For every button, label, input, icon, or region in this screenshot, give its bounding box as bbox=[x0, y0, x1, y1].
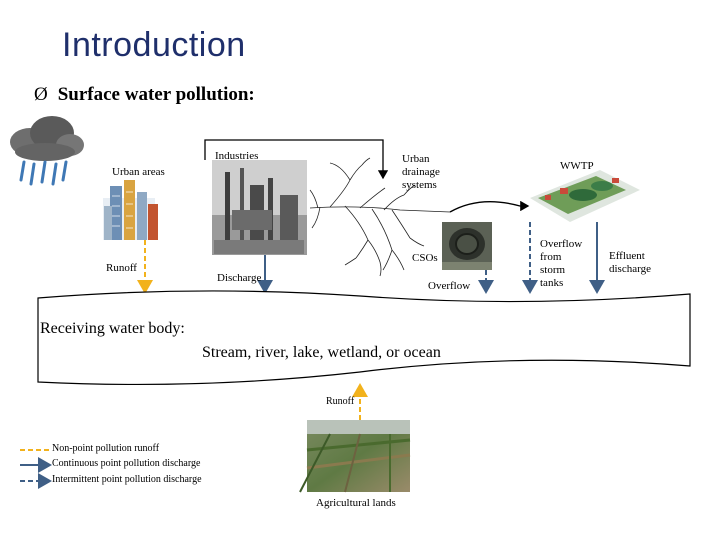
legend: Non-point pollution runoff Continuous po… bbox=[52, 443, 202, 489]
label-receiving-water-body: Receiving water body: bbox=[40, 320, 185, 337]
label-effluent-discharge: Effluent discharge bbox=[609, 250, 651, 275]
rain-cloud-icon bbox=[10, 116, 84, 186]
label-discharge: Discharge bbox=[217, 272, 262, 284]
label-runoff-bottom: Runoff bbox=[326, 396, 355, 407]
label-overflow: Overflow bbox=[428, 280, 471, 292]
industry-photo bbox=[212, 160, 307, 255]
label-urban-drainage: Urban drainage systems bbox=[402, 153, 440, 191]
receiving-water-body bbox=[37, 290, 691, 386]
legend-item-intermittent: Intermittent point pollution discharge bbox=[52, 474, 202, 485]
legend-item-nonpoint: Non-point pollution runoff bbox=[52, 443, 160, 454]
label-industries: Industries bbox=[215, 150, 259, 162]
label-urban-areas: Urban areas bbox=[112, 166, 165, 178]
agricultural-lands-photo bbox=[299, 420, 411, 493]
bullet-heading: Ø Surface water pollution: bbox=[34, 84, 255, 106]
label-agricultural-lands: Agricultural lands bbox=[316, 497, 396, 509]
legend-item-continuous: Continuous point pollution discharge bbox=[52, 458, 201, 469]
bullet-arrow-icon: Ø bbox=[34, 84, 48, 105]
wwtp-plant-icon bbox=[530, 170, 640, 222]
label-runoff-top: Runoff bbox=[106, 262, 137, 274]
label-csos: CSOs bbox=[412, 252, 438, 264]
cso-outfall-photo bbox=[442, 222, 492, 270]
label-water-types: Stream, river, lake, wetland, or ocean bbox=[202, 344, 441, 361]
label-overflow-storm-tanks: Overflow from storm tanks bbox=[540, 238, 583, 289]
bullet-text: Surface water pollution: bbox=[57, 84, 255, 105]
urban-buildings-icon bbox=[103, 180, 158, 240]
page-title: Introduction bbox=[62, 26, 246, 64]
drainage-network bbox=[309, 157, 451, 277]
label-wwtp: WWTP bbox=[560, 160, 594, 172]
